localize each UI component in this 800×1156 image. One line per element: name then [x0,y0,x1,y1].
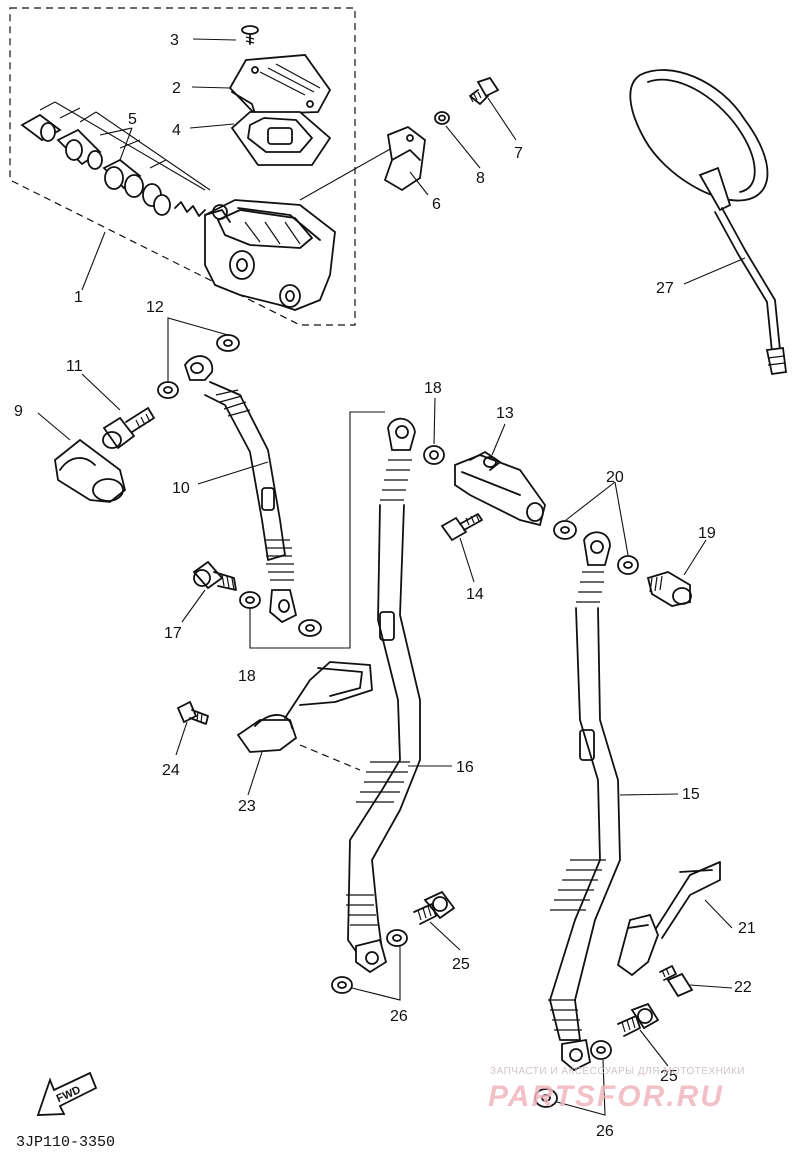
label-part-5: 5 [128,111,137,128]
label-part-23: 23 [238,798,256,815]
label-part-9: 9 [14,403,23,420]
leader-lines [37,38,746,1067]
label-part-18b: 18 [238,668,256,685]
washer-part-8 [434,111,450,125]
label-part-4: 4 [172,122,181,139]
label-part-2: 2 [172,80,181,97]
bracket-part-21 [616,861,721,977]
brake-joint-part-13 [454,451,546,527]
label-part-11: 11 [66,358,83,375]
label-part-6: 6 [432,196,441,213]
clamp-part-6 [383,125,426,192]
cap-part-9 [54,438,127,503]
bolt-part-14 [440,513,483,542]
label-part-10: 10 [172,480,190,497]
label-part-19: 19 [698,525,716,542]
hose-clip-part-23 [236,661,373,771]
union-bolt-part-17 [192,560,237,591]
label-part-20: 20 [606,469,624,486]
washer-part-18-top [423,445,445,465]
label-part-25b: 25 [660,1068,678,1085]
union-bolt-part-11 [102,407,155,450]
label-part-3: 3 [170,32,179,49]
diaphragm-part-4 [230,111,332,166]
label-part-1: 1 [74,289,83,306]
label-part-7: 7 [514,145,523,162]
forward-arrow: FWD [36,1071,98,1116]
watermark-site: PARTSFOR.RU [488,1080,724,1113]
label-part-24: 24 [162,762,180,779]
label-part-15: 15 [682,786,700,803]
hose-part-15 [548,531,621,1072]
hose-part-16 [346,417,421,974]
union-bolt-part-19 [646,571,692,607]
bolt-part-22 [659,965,694,998]
watermark-tagline: ЗАПЧАСТИ И АКСЕССУАРЫ ДЛЯ МОТОТЕХНИКИ [490,1066,745,1077]
label-part-22: 22 [734,979,752,996]
watermark: ЗАПЧАСТИ И АКСЕССУАРЫ ДЛЯ МОТОТЕХНИКИ PA… [488,1066,745,1113]
union-bolt-part-25-upper [413,890,456,925]
washers-part-18-left [239,411,385,649]
label-part-18a: 18 [424,380,442,397]
reservoir-cap-part-2 [228,54,332,115]
master-cylinder-part-1 [204,147,393,311]
label-part-21: 21 [738,920,756,937]
hose-part-10 [184,355,298,624]
screw-part-3 [241,25,259,45]
label-part-26a: 26 [390,1008,408,1025]
label-part-17: 17 [164,625,182,642]
label-part-12: 12 [146,299,164,316]
washers-part-26-left [331,929,408,1001]
bolt-part-7 [469,76,500,105]
washers-part-20 [553,520,639,575]
label-part-16: 16 [456,759,474,776]
label-part-14: 14 [466,586,484,603]
label-part-27: 27 [656,280,674,297]
label-part-25a: 25 [452,956,470,973]
part-labels: 1 2 3 4 5 6 7 8 9 10 11 12 13 14 15 16 1… [14,32,756,1140]
mirror-part-27 [629,69,788,376]
drawing-code: 3JP110-3350 [16,1134,115,1151]
washer-part-12 [157,317,240,399]
label-part-26b: 26 [596,1123,614,1140]
piston-kit-part-5 [20,101,211,217]
bolt-part-24 [176,700,209,725]
union-bolt-part-25-lower [617,1002,660,1037]
assembly-boundary [9,7,356,326]
label-part-13: 13 [496,405,514,422]
label-part-8: 8 [476,170,485,187]
washers-part-26-right [534,1040,612,1116]
